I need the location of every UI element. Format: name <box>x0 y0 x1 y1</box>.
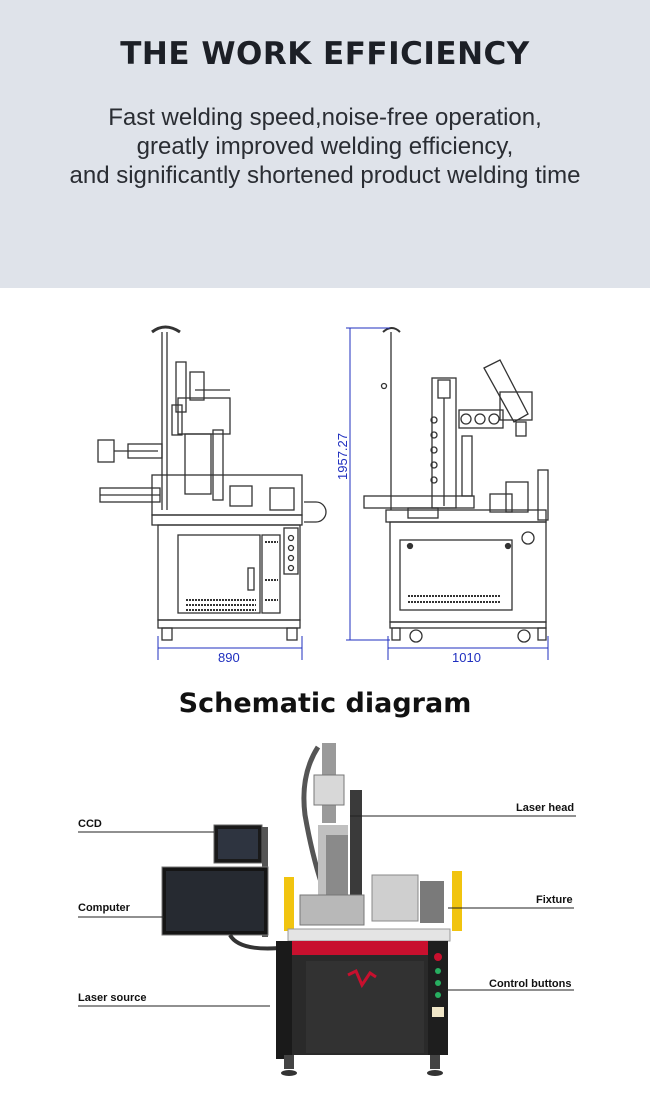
callout-lines <box>78 815 576 1007</box>
label-ccd: CCD <box>78 818 102 830</box>
hero-title: THE WORK EFFICIENCY <box>120 36 530 72</box>
hero-banner: THE WORK EFFICIENCY Fast welding speed,n… <box>0 0 650 288</box>
hero-line-1: Fast welding speed,noise-free operation, <box>108 104 542 131</box>
hero-subtitle: Fast welding speed,noise-free operation,… <box>0 103 650 190</box>
height-dimension-label: 1957.27 <box>335 433 350 480</box>
dimension-lines <box>157 327 549 660</box>
label-fixture: Fixture <box>536 894 573 906</box>
technical-drawing: 1957.27 890 1010 <box>97 325 549 665</box>
label-laser-head: Laser head <box>516 802 575 814</box>
side-view <box>363 327 549 643</box>
machine-photo <box>78 743 576 1076</box>
label-control-buttons: Control buttons <box>489 978 572 990</box>
label-computer: Computer <box>78 902 130 914</box>
schematic-title: Schematic diagram <box>178 688 472 719</box>
front-view <box>97 325 327 641</box>
front-width-label: 890 <box>218 650 240 665</box>
label-laser-source: Laser source <box>78 992 147 1004</box>
side-width-label: 1010 <box>452 650 481 665</box>
hero-line-3: and significantly shortened product weld… <box>69 162 581 189</box>
hero-line-2: greatly improved welding efficiency, <box>136 133 514 160</box>
